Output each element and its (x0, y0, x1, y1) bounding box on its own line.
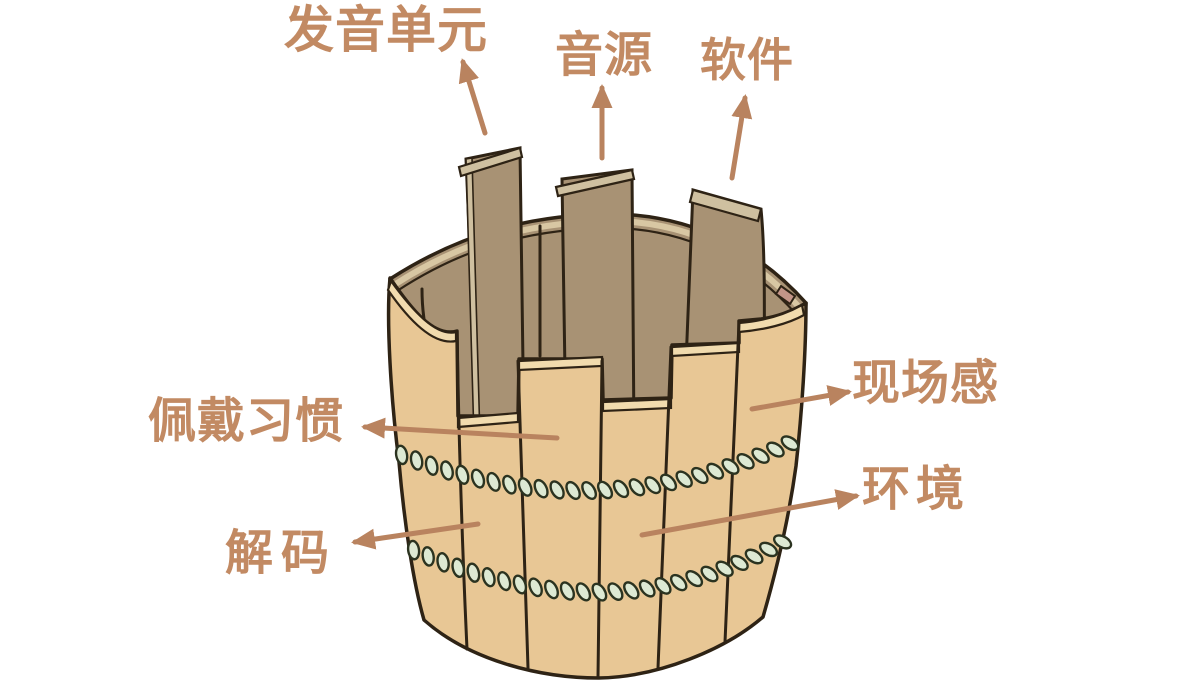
rope-bead (549, 480, 565, 500)
rope-bead (486, 471, 501, 492)
label-driver: 发音单元 (284, 1, 488, 59)
rope-bead (575, 582, 592, 602)
rope-bead (406, 539, 421, 561)
rope-bead (502, 474, 517, 495)
rope-bead (706, 462, 725, 480)
label-decoding: 解码 (225, 525, 338, 581)
rope-bead (544, 579, 559, 600)
rope-bead (559, 581, 576, 601)
rope-bead (591, 582, 608, 602)
rope-bead (436, 552, 450, 573)
rope-bead (466, 562, 481, 583)
label-source: 音源 (555, 27, 654, 83)
rope-bead (744, 548, 764, 565)
rope-bead (481, 567, 496, 588)
rope-bead (721, 458, 740, 475)
stave-divider (656, 345, 673, 670)
rope-bead (607, 582, 624, 601)
stave-divider (596, 359, 604, 679)
rope-bead (730, 554, 749, 571)
label-wearing: 佩戴习惯 (148, 393, 345, 449)
rope-bead (659, 473, 678, 492)
rope-band-upper (394, 435, 800, 501)
rope-bead (409, 450, 424, 471)
annotation-arrows (351, 58, 860, 550)
rope-bead (440, 460, 454, 481)
rope-bead (517, 477, 533, 497)
stave-divider (723, 321, 741, 644)
rope-bead (654, 577, 672, 595)
rope-bead (623, 581, 640, 600)
rope-bead (751, 447, 770, 464)
rim-pink-segment (774, 284, 797, 306)
stave-divider (455, 331, 469, 651)
rope-bead (715, 560, 734, 578)
rope-bead (451, 557, 466, 579)
rope-bead (528, 577, 543, 598)
rope-bead (772, 534, 793, 550)
rope-bead (690, 466, 709, 485)
rope-bead (470, 468, 486, 489)
label-presence: 现场感 (852, 355, 1000, 411)
arrow-driver (458, 58, 488, 136)
rope-bead (394, 444, 409, 466)
label-software: 软件 (700, 33, 794, 87)
arrow-presence (749, 385, 852, 412)
rope-bead (565, 480, 581, 501)
rope-bead (512, 574, 528, 595)
arrow-environment (639, 489, 860, 538)
label-environment: 环境 (862, 461, 971, 517)
stave-divider (516, 359, 530, 670)
rope-bead (533, 478, 549, 499)
rope-bead (669, 573, 688, 592)
arrow-software (729, 94, 753, 181)
stave-top-bevel (737, 303, 806, 334)
rope-bead (421, 546, 435, 567)
rope-bead (581, 481, 598, 500)
stave-top-bevel (601, 397, 673, 413)
rope-bead (596, 480, 614, 500)
arrow-decoding (351, 521, 481, 550)
rope-bead (675, 470, 693, 488)
rope-bead (424, 455, 439, 476)
rope-bead (700, 565, 719, 583)
rope-bead (766, 441, 785, 458)
rope-bead (758, 541, 779, 558)
rope-bead (497, 571, 512, 592)
rope-bead (685, 570, 704, 588)
rope-bead (780, 435, 800, 452)
rope-bead (638, 579, 656, 598)
rope-bead (644, 476, 662, 495)
rope-band-lower (406, 534, 793, 602)
rope-bead (736, 453, 755, 470)
tall-stave-driver (457, 146, 526, 440)
rope-bead (628, 478, 646, 497)
rope-bead (612, 479, 630, 499)
rope-bead (455, 464, 470, 485)
arrow-wearing (361, 417, 560, 441)
